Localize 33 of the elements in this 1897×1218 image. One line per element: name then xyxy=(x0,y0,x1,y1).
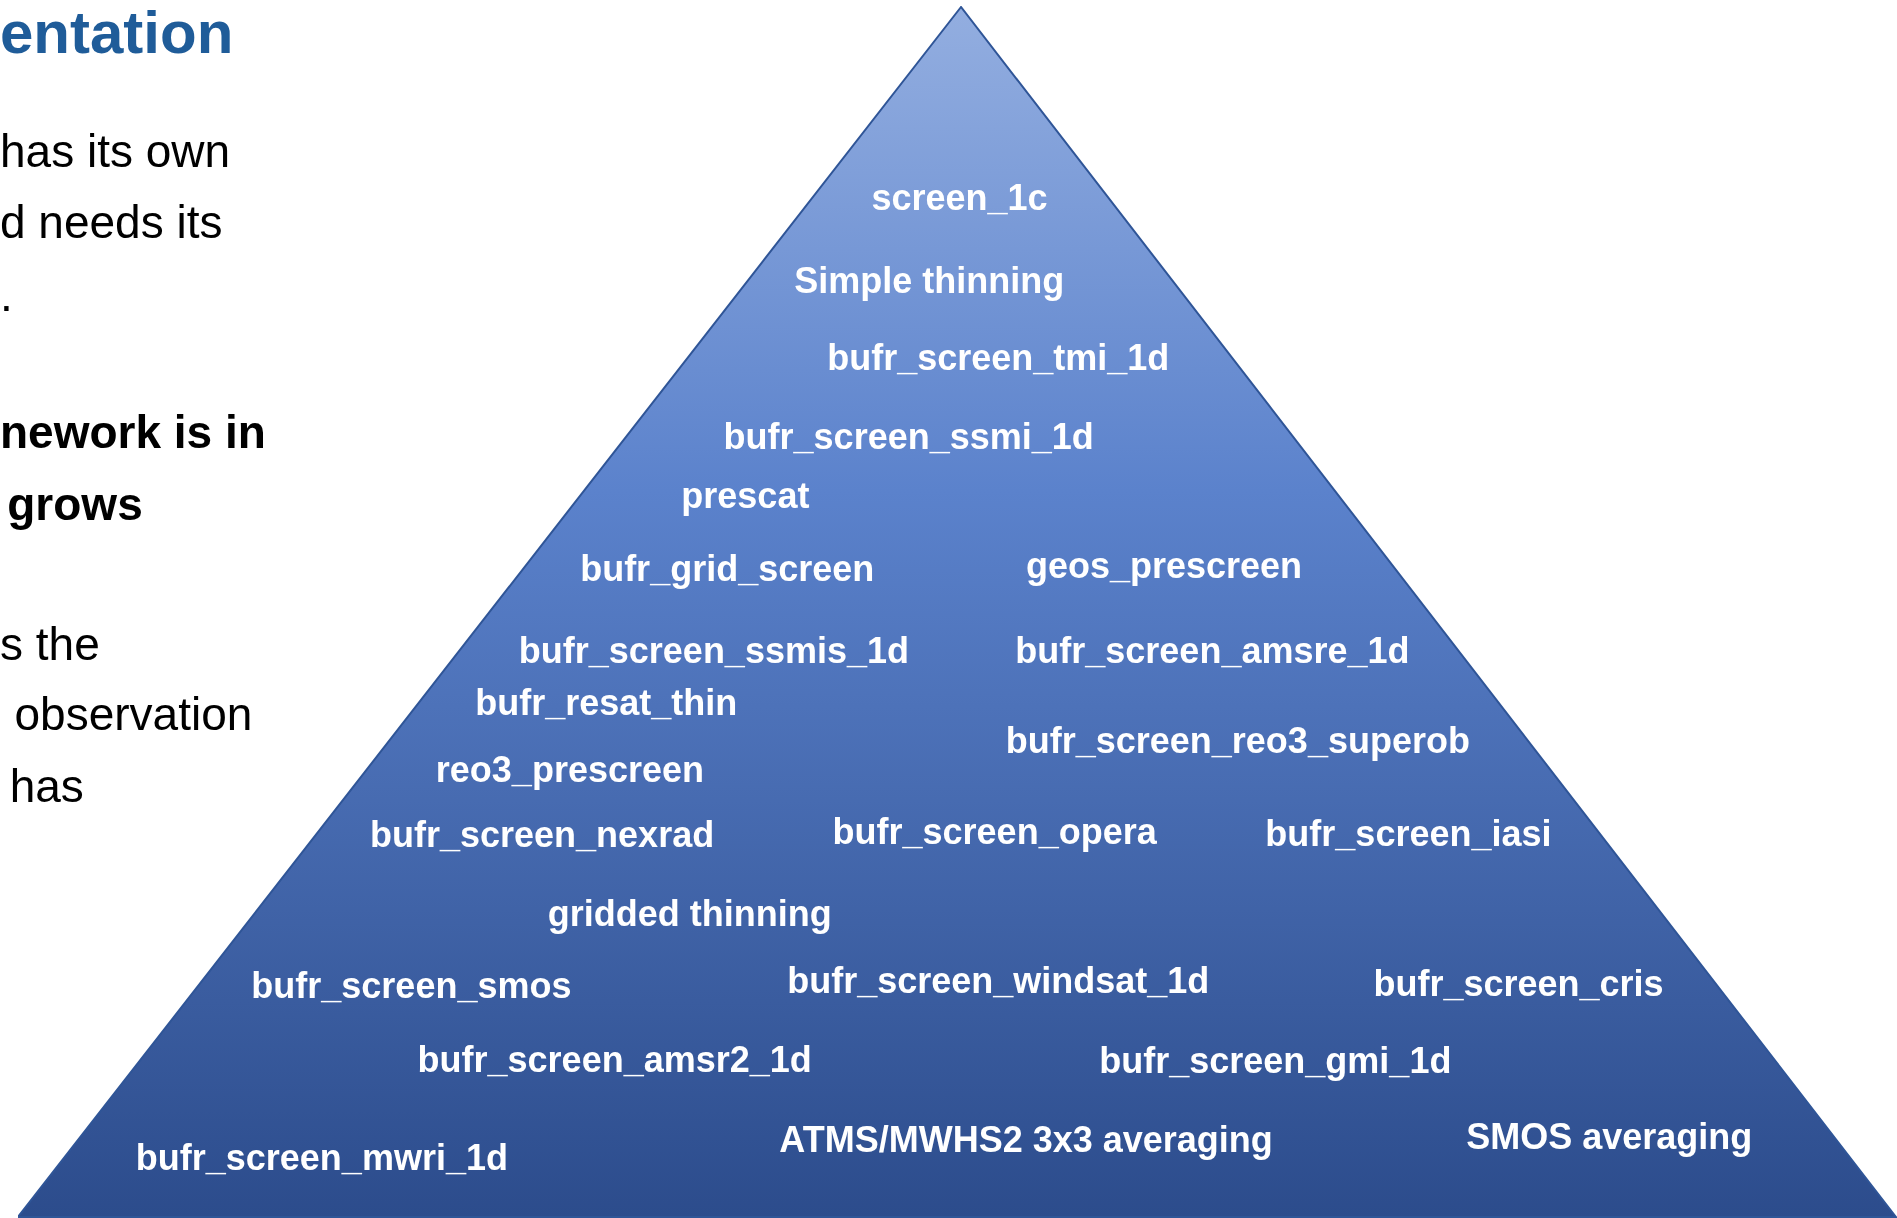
body-text: d needs its xyxy=(0,196,223,248)
method-label: screen_1c xyxy=(871,178,1048,219)
body-text: grows xyxy=(7,478,143,530)
method-label: bufr_screen_amsr2_1d xyxy=(417,1040,812,1080)
method-label: geos_prescreen xyxy=(1025,546,1303,587)
method-label: bufr_screen_iasi xyxy=(1265,813,1552,854)
method-label: bufr_resat_thin xyxy=(475,683,738,723)
method-label: bufr_screen_windsat_1d xyxy=(787,961,1210,1002)
body-text: . xyxy=(0,270,13,322)
body-text: has xyxy=(9,760,84,812)
method-label: reo3_prescreen xyxy=(435,749,704,790)
method-label: prescat xyxy=(681,476,810,516)
method-label: bufr_screen_amsre_1d xyxy=(1015,631,1410,671)
method-label: bufr_screen_mwri_1d xyxy=(135,1138,508,1178)
method-label: bufr_screen_tmi_1d xyxy=(827,338,1170,378)
method-label: bufr_screen_nexrad xyxy=(370,815,715,855)
method-label: bufr_screen_ssmis_1d xyxy=(518,631,909,671)
slide-title: entation xyxy=(0,0,234,66)
method-label: bufr_screen_cris xyxy=(1373,963,1664,1004)
body-text: s the xyxy=(0,618,100,670)
body-text: has its own xyxy=(0,126,231,178)
body-text: nework is in xyxy=(0,407,266,458)
method-label: bufr_screen_gmi_1d xyxy=(1099,1041,1452,1081)
method-label: bufr_grid_screen xyxy=(580,548,875,589)
method-label: gridded thinning xyxy=(547,893,832,934)
body-text: observation xyxy=(14,689,253,740)
method-label: SMOS averaging xyxy=(1466,1117,1753,1158)
method-label: bufr_screen_smos xyxy=(251,966,572,1006)
method-label: bufr_screen_reo3_superob xyxy=(1005,720,1470,761)
method-label: bufr_screen_opera xyxy=(832,812,1157,853)
method-label: bufr_screen_ssmi_1d xyxy=(723,417,1094,457)
method-label: ATMS/MWHS2 3x3 averaging xyxy=(779,1120,1273,1160)
method-label: Simple thinning xyxy=(794,260,1065,301)
